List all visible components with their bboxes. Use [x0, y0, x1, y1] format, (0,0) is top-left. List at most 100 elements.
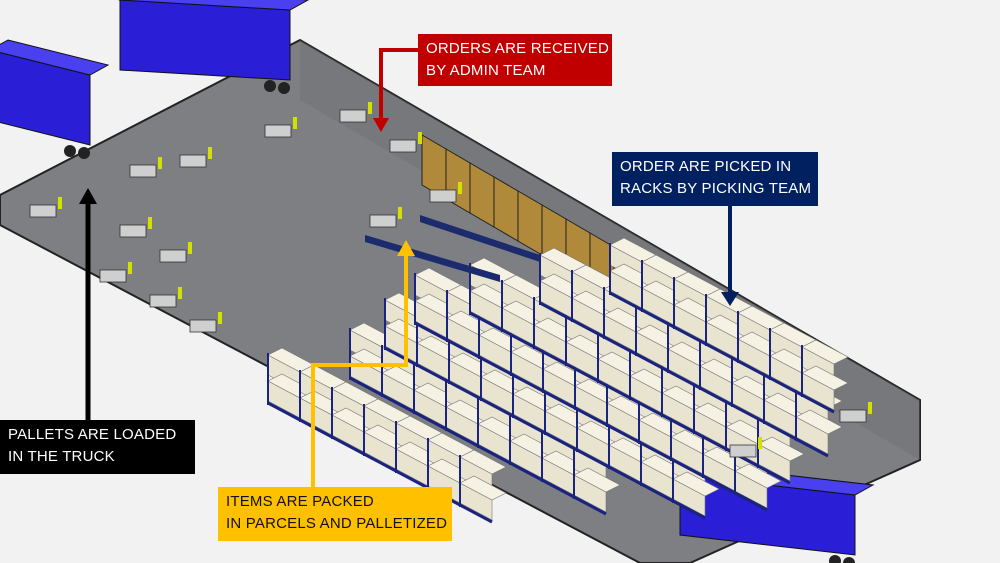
label-line: IN THE TRUCK: [8, 448, 115, 465]
rack-beam: [737, 359, 771, 380]
truck-wheel: [78, 147, 90, 159]
rack-beam: [731, 403, 765, 424]
rack-beam: [331, 435, 365, 456]
rack-beam: [609, 291, 643, 312]
truck-wheel: [264, 80, 276, 92]
rack-beam: [641, 308, 675, 329]
worker: [418, 132, 422, 144]
rack-beam: [574, 406, 608, 427]
pallet-top: [734, 463, 782, 489]
rack-beam: [414, 321, 448, 342]
rack-beam: [769, 376, 803, 397]
rack-beam: [635, 352, 669, 373]
truck-left: [0, 39, 110, 159]
pallet-rack: [363, 398, 411, 473]
pallet-rack: [459, 449, 507, 524]
loaded-connector: [79, 188, 97, 420]
rack-beam: [757, 464, 791, 485]
label-line: PALLETS ARE LOADED: [8, 426, 177, 443]
rack-beam: [510, 372, 544, 393]
truck-top: [118, 0, 310, 94]
worker: [293, 117, 297, 129]
rack-beam: [501, 328, 535, 349]
pallet-top: [801, 365, 849, 391]
rack-beam: [576, 448, 610, 469]
rack-beam: [699, 386, 733, 407]
rack-beam: [661, 413, 695, 434]
worker: [218, 312, 222, 324]
rack-beam: [544, 431, 578, 452]
rack-beam: [638, 440, 672, 461]
rack-beam: [478, 355, 512, 376]
orders-received-label: ORDERS ARE RECEIVED BY ADMIN TEAM: [418, 34, 612, 86]
rack-beam: [542, 389, 576, 410]
workstation: [369, 214, 397, 228]
conveyor: [420, 215, 540, 262]
truck-wheel: [278, 82, 290, 94]
rack-beam: [608, 465, 642, 486]
worker: [368, 102, 372, 114]
rack-beam: [509, 461, 543, 482]
rack-beam: [705, 342, 739, 363]
workstation: [159, 249, 187, 263]
orders-picked-label: ORDER ARE PICKED IN RACKS BY PICKING TEA…: [612, 152, 818, 206]
worker: [208, 147, 212, 159]
worker: [58, 197, 62, 209]
truck-wheel: [843, 557, 855, 563]
picked-connector: [721, 205, 739, 306]
worker: [458, 182, 462, 194]
rack-beam: [480, 397, 514, 418]
rack-beam: [606, 423, 640, 444]
worker: [188, 242, 192, 254]
truck-wheel: [64, 145, 76, 157]
label-line: ORDER ARE PICKED IN: [620, 158, 792, 175]
worker: [148, 217, 152, 229]
rack-beam: [541, 478, 575, 499]
rack-beam: [795, 437, 829, 458]
workstation: [179, 154, 207, 168]
workstation: [129, 164, 157, 178]
worker: [398, 207, 402, 219]
pallet-top: [801, 339, 849, 365]
label-line: BY ADMIN TEAM: [426, 62, 546, 79]
rack-beam: [445, 427, 479, 448]
items-packed-label: ITEMS ARE PACKED IN PARCELS AND PALLETIZ…: [218, 487, 452, 541]
rack-beam: [416, 363, 450, 384]
workstation: [189, 319, 217, 333]
rack-beam: [670, 457, 704, 478]
workstation: [99, 269, 127, 283]
rack-beam: [763, 420, 797, 441]
pallet-top: [573, 467, 621, 493]
label-line: ORDERS ARE RECEIVED: [426, 40, 610, 57]
label-line: IN PARCELS AND PALLETIZED: [226, 515, 448, 532]
conveyor: [365, 235, 500, 282]
rack-beam: [459, 503, 493, 524]
rack-beam: [565, 362, 599, 383]
worker: [128, 262, 132, 274]
rack-beam: [539, 301, 573, 322]
rack-beam: [299, 418, 333, 439]
pallet-rack: [571, 264, 619, 339]
pallet-top: [795, 409, 843, 435]
pallet-top: [459, 475, 507, 501]
pallet-top: [459, 449, 507, 475]
pallet-top: [757, 436, 805, 462]
label-line: ITEMS ARE PACKED: [226, 493, 374, 510]
rack-beam: [363, 452, 397, 473]
workstation: [839, 409, 867, 423]
worker: [758, 437, 762, 449]
rack-beam: [267, 401, 301, 422]
rack-beam: [448, 380, 482, 401]
rack-beam: [702, 474, 736, 495]
truck-trailer: [119, 0, 291, 81]
rack-beam: [629, 396, 663, 417]
workstation: [149, 294, 177, 308]
rack-beam: [446, 338, 480, 359]
rack-beam: [801, 393, 835, 414]
workstation: [339, 109, 367, 123]
worker: [178, 287, 182, 299]
workstation: [119, 224, 147, 238]
pallet-top: [672, 471, 720, 497]
